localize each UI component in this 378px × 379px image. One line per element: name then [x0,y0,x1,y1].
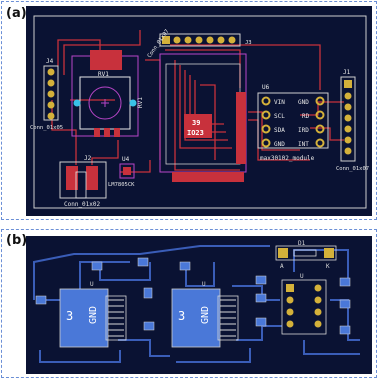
rv1-top-label: RV1 [98,71,109,78]
d1-diode [275,245,337,261]
smd-components [35,257,351,335]
u6-pin-l2: SDA [274,127,285,134]
u6-pin-r0: GND [298,99,309,106]
j3-connector [159,33,241,47]
ic-1-text-gnd: GND [88,306,99,324]
ic-2-label: U [202,281,206,288]
board-outline-a [33,15,367,209]
pcb-layout-b: 3 GND U 3 GND U D1 A K [26,236,372,374]
d1-label: D1 [298,240,306,247]
panel-b-frame [1,229,377,378]
j1-caption: Conn_01x07 [336,166,369,172]
traces-b [33,245,360,363]
j3-label: J3 [245,40,252,46]
j4-caption: Conn_01x05 [30,125,63,131]
j2-connector [59,161,107,199]
pcb-layout-a: J4 Conn_01x05 RV1 RV1 J3 Conn_01x07 39 [26,6,372,216]
u6-pin-l1: SCL [274,113,285,120]
u6-pin-r3: INT [298,141,309,148]
dip-label: U [300,273,304,280]
ic-2-text-3: 3 [178,309,185,323]
ic-2 [171,288,239,348]
j4-label: J4 [46,58,54,65]
u6-pin-r2: IRD [298,127,309,134]
u4-caption: LM7805CK [108,182,135,188]
u6-label: U6 [262,84,270,91]
u6-pin-l3: GND [274,141,285,148]
panel-a-label: (a) [6,6,27,21]
rv1-side-label: RV1 [137,97,144,108]
j1-label: J1 [343,69,351,76]
u6-caption: max30102_module [260,155,315,162]
d1-pin-a: A [280,263,284,270]
panel-b-label: (b) [6,233,28,248]
panel-a-frame [1,1,377,220]
esp-io-label: IO23 [187,129,204,137]
u6-module [257,92,329,149]
ic-1-text-3: 3 [66,309,73,323]
ic-2-text-gnd: GND [200,306,211,324]
ic-1-label: U [90,281,94,288]
j2-caption: Conn_01x02 [64,201,101,208]
u6-pin-r1: RD [302,113,310,120]
j4-connector [43,65,59,121]
j1-connector [340,76,356,162]
ic-1 [59,288,127,348]
rv1-potentiometer [71,50,139,137]
u4-regulator [119,163,135,179]
u6-pin-l0: VIN [274,99,285,106]
esp-pin-number: 39 [192,119,200,127]
esp-module [159,53,247,182]
j2-label: J2 [84,155,92,162]
dip-socket [281,279,327,335]
d1-pin-k: K [326,263,330,270]
u4-label: U4 [122,156,130,163]
